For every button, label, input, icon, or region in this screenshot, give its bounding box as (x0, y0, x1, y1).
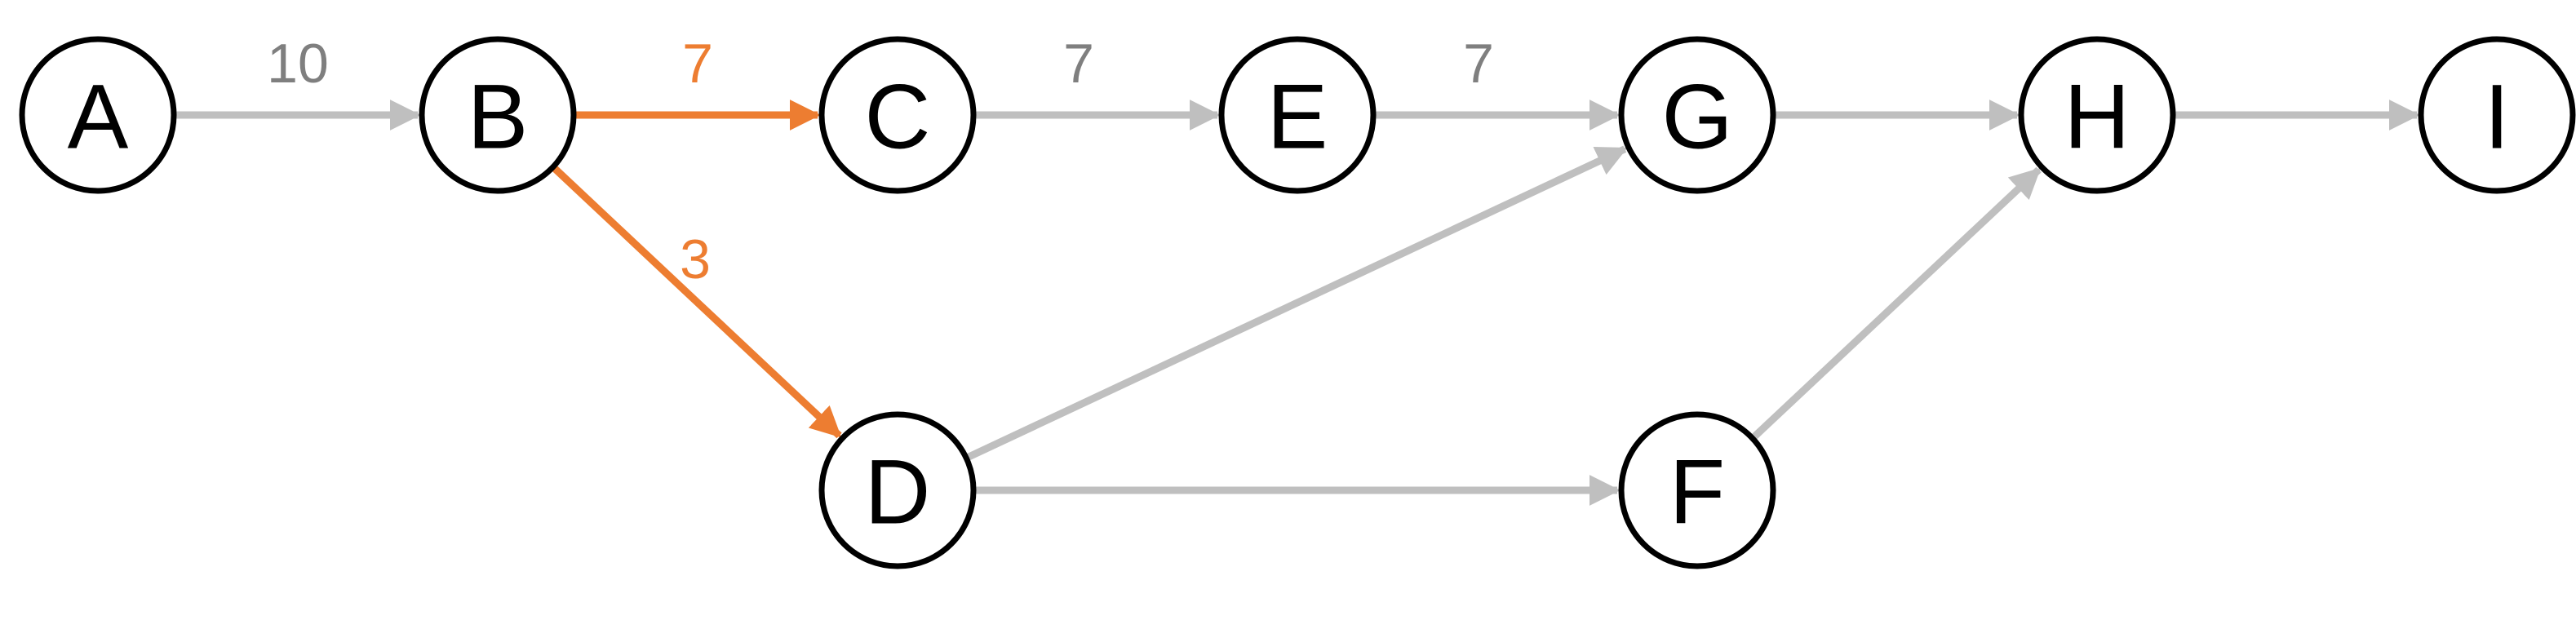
edge-b-d (552, 166, 842, 439)
node-i: I (2418, 36, 2576, 194)
node-circle (818, 411, 977, 569)
node-label: H (2064, 66, 2130, 168)
node-circle (2418, 36, 2576, 194)
node-g: G (1618, 36, 1776, 194)
node-circle (2018, 36, 2176, 194)
node-circle (19, 36, 177, 194)
node-label: C (865, 66, 931, 168)
edge-d-g (966, 145, 1628, 461)
edge-label-b-d: 3 (680, 228, 711, 290)
node-d: D (818, 411, 977, 569)
edges-layer (176, 100, 2420, 506)
node-b: B (419, 36, 577, 194)
node-label: F (1669, 441, 1725, 543)
node-a: A (19, 36, 177, 194)
node-circle (1618, 36, 1776, 194)
edge-label-c-e: 7 (1063, 33, 1094, 95)
node-circle (1618, 411, 1776, 569)
node-c: C (818, 36, 977, 194)
edge-label-a-b: 10 (267, 33, 329, 95)
node-label: B (468, 66, 529, 168)
nodes-layer: A B C E G H I D F (19, 36, 2576, 569)
node-h: H (2018, 36, 2176, 194)
node-label: D (865, 441, 931, 543)
node-label: G (1661, 66, 1732, 168)
node-e: E (1218, 36, 1377, 194)
node-label: E (1267, 66, 1328, 168)
node-circle (419, 36, 577, 194)
edge-label-b-c: 7 (682, 33, 713, 95)
edge-label-e-g: 7 (1463, 33, 1494, 95)
node-f: F (1618, 411, 1776, 569)
node-circle (1218, 36, 1377, 194)
node-circle (818, 36, 977, 194)
edge-labels-layer: 10 7 3 7 7 (267, 33, 1494, 290)
node-label: I (2484, 66, 2509, 168)
edge-f-h (1751, 166, 2042, 440)
node-label: A (68, 66, 129, 168)
